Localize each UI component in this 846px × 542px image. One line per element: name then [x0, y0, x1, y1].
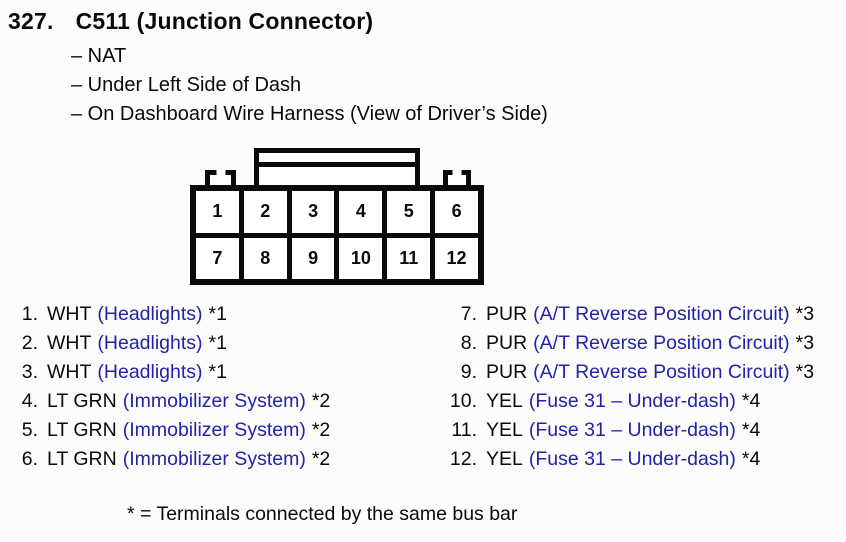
pin-cell-5: 5 — [387, 191, 431, 233]
pin-number: 9. — [460, 361, 477, 383]
pin-cell-12: 12 — [435, 237, 478, 279]
section-number: 327. — [8, 8, 54, 34]
bus-bar-ref: *3 — [795, 361, 815, 383]
bus-bar-ref: *3 — [795, 332, 815, 354]
wire-color: YEL — [486, 448, 523, 470]
connector-tab-left — [205, 170, 236, 185]
pin-cell-10: 10 — [339, 237, 383, 279]
pin-number: 8. — [460, 332, 477, 354]
pin-number: 10. — [449, 390, 477, 412]
pin-row-5: 5. LT GRN(Immobilizer System)*2 — [14, 416, 331, 445]
pin-number: 7. — [460, 303, 477, 325]
wire-color: PUR — [486, 361, 528, 383]
pin-cell-1: 1 — [196, 191, 239, 233]
connector-tab-notch — [452, 170, 462, 179]
wire-color: LT GRN — [47, 419, 117, 441]
bus-bar-ref: *1 — [208, 361, 227, 383]
wire-color: YEL — [486, 390, 523, 412]
pin-list-left: 1.WHT(Headlights)*1 2.WHT(Headlights)*1 … — [14, 300, 331, 474]
bus-bar-ref: *4 — [741, 390, 761, 412]
wire-color: YEL — [486, 419, 523, 441]
pin-row-9: 9. PUR(A/T Reverse Position Circuit)*3 — [443, 358, 814, 387]
pin-cell-8: 8 — [243, 237, 287, 279]
pin-cell-9: 9 — [291, 237, 335, 279]
pin-row-1: 1. WHT(Headlights)*1 — [14, 300, 330, 329]
circuit-label: (A/T Reverse Position Circuit) — [533, 303, 790, 325]
bus-bar-ref: *4 — [741, 419, 761, 441]
pin-number: 11. — [451, 419, 477, 441]
page-title: C511 (Junction Connector) — [75, 8, 374, 34]
connector-diagram: 1 2 3 4 5 6 7 8 9 10 11 12 — [190, 148, 484, 285]
circuit-label: (Immobilizer System) — [122, 419, 306, 441]
wire-color: WHT — [47, 361, 92, 383]
connector-tab-notch — [216, 170, 225, 179]
pin-list-right: 7.PUR(A/T Reverse Position Circuit)*3 8.… — [443, 300, 814, 474]
bus-bar-ref: *2 — [311, 448, 331, 470]
wire-color: PUR — [486, 332, 528, 354]
pin-cell-2: 2 — [243, 191, 287, 233]
pin-number: 5. — [21, 419, 38, 441]
circuit-label: (A/T Reverse Position Circuit) — [533, 332, 790, 354]
section-title-row: 327. C511 (Junction Connector) — [8, 8, 373, 35]
pin-cell-7: 7 — [196, 237, 239, 279]
pin-cell-6: 6 — [435, 191, 478, 233]
circuit-label: (Headlights) — [97, 303, 203, 325]
connector-tab-right — [443, 170, 471, 185]
pin-row-4: 4. LT GRN(Immobilizer System)*2 — [14, 387, 331, 416]
pin-cell-3: 3 — [291, 191, 335, 233]
bus-bar-ref: *1 — [208, 303, 227, 325]
circuit-label: (Headlights) — [97, 361, 203, 383]
bus-bar-note: * = Terminals connected by the same bus … — [127, 503, 517, 526]
bus-bar-ref: *3 — [795, 303, 815, 325]
bus-bar-note-text: * = Terminals connected by the same bus … — [127, 503, 518, 525]
pin-row-11: 11. YEL(Fuse 31 – Under-dash)*4 — [443, 416, 814, 445]
pin-row-3: 3. WHT(Headlights)*1 — [14, 358, 330, 387]
connector-latch-line — [259, 162, 415, 167]
pin-row-2: 2. WHT(Headlights)*1 — [14, 329, 330, 358]
detail-line-harness: – On Dashboard Wire Harness (View of Dri… — [71, 103, 548, 125]
pin-row-8: 8. PUR(A/T Reverse Position Circuit)*3 — [443, 329, 814, 358]
pin-number: 2. — [21, 332, 38, 354]
circuit-label: (Fuse 31 – Under-dash) — [528, 448, 736, 470]
wire-color: LT GRN — [47, 390, 117, 412]
pin-number: 4. — [21, 390, 38, 412]
pin-row-7: 7. PUR(A/T Reverse Position Circuit)*3 — [443, 300, 814, 329]
connector-pin-grid: 1 2 3 4 5 6 7 8 9 10 11 12 — [190, 185, 484, 285]
circuit-label: (A/T Reverse Position Circuit) — [533, 361, 790, 383]
pin-number: 1. — [21, 303, 38, 325]
bus-bar-ref: *4 — [741, 448, 761, 470]
wire-color: PUR — [486, 303, 528, 325]
pin-row-6: 6. LT GRN(Immobilizer System)*2 — [14, 445, 331, 474]
wire-color: WHT — [47, 303, 92, 325]
pin-number: 6. — [21, 448, 38, 470]
circuit-label: (Fuse 31 – Under-dash) — [528, 390, 736, 412]
pin-number: 3. — [21, 361, 38, 383]
pin-cell-4: 4 — [339, 191, 383, 233]
pin-row-12: 12. YEL(Fuse 31 – Under-dash)*4 — [443, 445, 814, 474]
connector-latch — [254, 148, 420, 185]
detail-line-location: – Under Left Side of Dash — [71, 74, 302, 96]
pin-cell-11: 11 — [387, 237, 431, 279]
bus-bar-ref: *1 — [208, 332, 227, 354]
circuit-label: (Immobilizer System) — [122, 390, 306, 412]
bus-bar-ref: *2 — [311, 390, 331, 412]
wire-color: LT GRN — [47, 448, 117, 470]
circuit-label: (Fuse 31 – Under-dash) — [528, 419, 736, 441]
circuit-label: (Headlights) — [97, 332, 203, 354]
wire-color: WHT — [47, 332, 92, 354]
pin-number: 12. — [449, 448, 477, 470]
pin-row-10: 10. YEL(Fuse 31 – Under-dash)*4 — [443, 387, 814, 416]
circuit-label: (Immobilizer System) — [122, 448, 306, 470]
connector-details: – NAT – Under Left Side of Dash – On Das… — [71, 42, 548, 129]
bus-bar-ref: *2 — [311, 419, 331, 441]
detail-line-color: – NAT — [71, 45, 127, 67]
